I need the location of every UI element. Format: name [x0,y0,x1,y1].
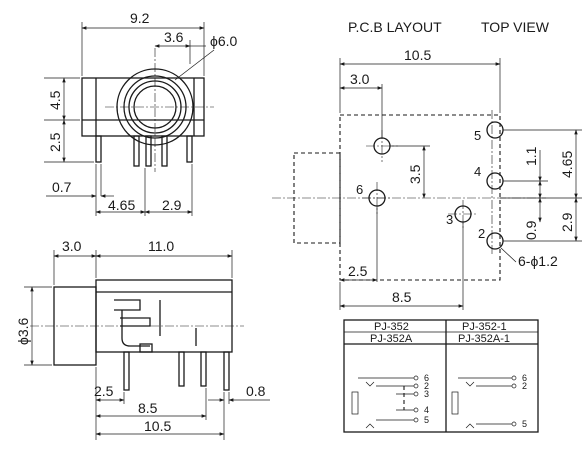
table-right-pin-5: 5 [522,419,527,429]
pcb-dx-total-label: 8.5 [392,289,412,305]
front-height-lower-label: 2.5 [47,132,63,152]
top-view-title: TOP VIEW [481,19,550,35]
table-right-pin-6: 6 [522,373,527,383]
table-header-pj352a-1: PJ-352A-1 [458,333,510,345]
front-pin-end-label: 2.9 [162,197,182,213]
table-left-pin-2: 2 [424,381,429,391]
pcb-r2-label: 4.65 [559,151,575,178]
side-thick-label: 0.8 [246,383,266,399]
side-pin-a-label: 2.5 [94,383,114,399]
pcb-y1-label: 3.5 [407,164,423,184]
pcb-pin-4-label: 4 [474,164,481,179]
pcb-dx-pin-label: 2.5 [348,263,368,279]
table-left-pin-3: 3 [424,389,429,399]
schematic-table [343,319,539,433]
pcb-hole-label: 6-ϕ1.2 [518,253,558,269]
side-pin-b-label: 8.5 [138,400,158,416]
pcb-r4-label: 2.9 [559,212,575,232]
pcb-layout [272,58,582,310]
table-header-pj352-1: PJ-352-1 [462,321,507,333]
table-right-pin-2: 2 [522,381,527,391]
pcb-x1-label: 3.0 [350,71,370,87]
table-left-pin-5: 5 [424,415,429,425]
pcb-pin-5-label: 5 [474,128,481,143]
front-view [44,22,215,216]
pcb-width-label: 10.5 [404,47,431,63]
front-height-upper-label: 4.5 [47,90,63,110]
table-left-pin-6: 6 [424,373,429,383]
pcb-r3-label: 0.9 [523,220,539,240]
front-offset-label: 3.6 [164,29,184,45]
pcb-pin-6-label: 6 [356,182,363,197]
front-pin-span-label: 4.65 [108,197,135,213]
table-header-pj352: PJ-352 [374,321,409,333]
side-front-len-label: 3.0 [62,238,82,254]
side-total-label: 10.5 [144,418,171,434]
pcb-pin-2-label: 2 [478,226,485,241]
side-view [24,250,270,440]
pcb-r1-label: 1.1 [523,146,539,166]
front-pin-gap-label: 0.7 [52,179,72,195]
side-diameter-label: ϕ3.6 [15,317,31,345]
front-diameter-label: ϕ6.0 [210,33,238,49]
table-left-pin-4: 4 [424,405,429,415]
pcb-layout-title: P.C.B LAYOUT [348,19,442,35]
pcb-pin-3-label: 3 [446,212,453,227]
side-body-len-label: 11.0 [148,238,174,254]
front-width-label: 9.2 [130,10,150,26]
table-header-pj352a: PJ-352A [370,333,413,345]
